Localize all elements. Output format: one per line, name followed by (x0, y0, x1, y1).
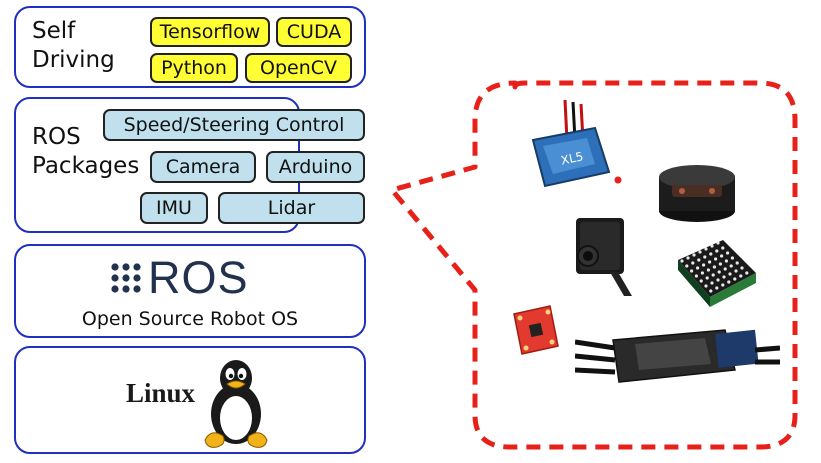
ros-packages-title-line1: ROS (32, 124, 81, 150)
self-driving-title-line1: Self (32, 18, 76, 44)
tag-cuda: CUDA (276, 17, 352, 47)
led-indicator-icon (614, 176, 622, 184)
ros-dots-logo-icon (111, 263, 141, 293)
self-driving-title-line2: Driving (32, 47, 115, 73)
linux-logo-text: Linux (126, 378, 196, 408)
svg-text:XL5: XL5 (560, 149, 585, 167)
tag-tensorflow: Tensorflow (150, 17, 270, 47)
package-camera: Camera (150, 151, 256, 183)
ros-logo-text: ROS (148, 252, 249, 303)
ros-layer: ROS Open Source Robot OS (14, 244, 366, 338)
tag-python: Python (150, 53, 238, 83)
ros-caption: Open Source Robot OS (81, 308, 299, 330)
ros-packages-title-line2: Packages (32, 153, 140, 179)
esc-icon: XL5 (531, 100, 611, 188)
self-driving-title: Self Driving (32, 17, 115, 75)
linux-layer: Linux (14, 346, 366, 454)
package-lidar: Lidar (218, 192, 365, 224)
imu-icon (513, 305, 559, 355)
hardware-callout (389, 80, 798, 450)
tux-penguin-icon (204, 360, 268, 448)
ros-packages-title: ROS Packages (32, 123, 139, 181)
lidar-icon (659, 165, 735, 222)
camera-icon (576, 218, 632, 296)
package-speed-steering-control: Speed/Steering Control (103, 109, 365, 141)
self-driving-layer: Self Driving Tensorflow CUDA Python Open… (14, 6, 366, 88)
package-arduino: Arduino (266, 151, 365, 183)
led-matrix-icon (678, 240, 756, 307)
tag-opencv: OpenCV (245, 53, 352, 83)
vesc-icon (575, 329, 780, 383)
package-imu: IMU (140, 192, 208, 224)
